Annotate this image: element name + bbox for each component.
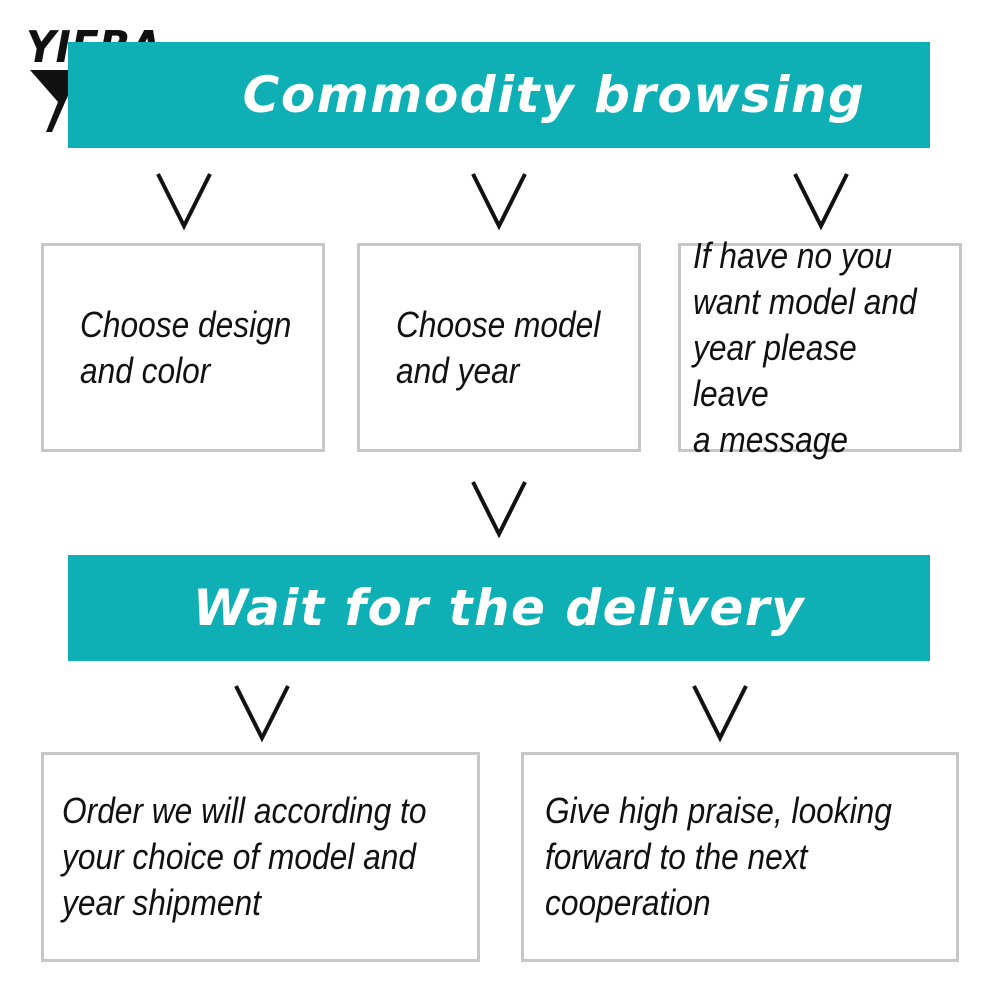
step-high-praise-text: Give high praise, looking forward to the… (545, 790, 892, 923)
chevron-down-icon (234, 685, 290, 742)
chevron-down-icon (471, 481, 527, 538)
step-order-shipment-text: Order we will according to your choice o… (62, 790, 427, 923)
step-leave-message-text: If have no you want model and year pleas… (693, 234, 917, 460)
step-order-shipment: Order we will according to your choice o… (41, 752, 480, 962)
chevron-down-icon (793, 173, 849, 230)
step-wait-delivery: Wait for the delivery (68, 555, 930, 661)
step-wait-delivery-label: Wait for the delivery (192, 579, 806, 637)
chevron-down-icon (692, 685, 748, 742)
step-commodity-browsing: Commodity browsing (68, 42, 930, 148)
step-choose-model-text: Choose model and year (396, 303, 601, 391)
step-choose-model: Choose model and year (357, 243, 641, 452)
step-choose-design-text: Choose design and color (80, 303, 292, 391)
step-high-praise: Give high praise, looking forward to the… (521, 752, 959, 962)
step-leave-message: If have no you want model and year pleas… (678, 235, 962, 460)
step-commodity-browsing-label: Commodity browsing (242, 66, 866, 124)
step-choose-design: Choose design and color (41, 243, 325, 452)
chevron-down-icon (156, 173, 212, 230)
chevron-down-icon (471, 173, 527, 230)
